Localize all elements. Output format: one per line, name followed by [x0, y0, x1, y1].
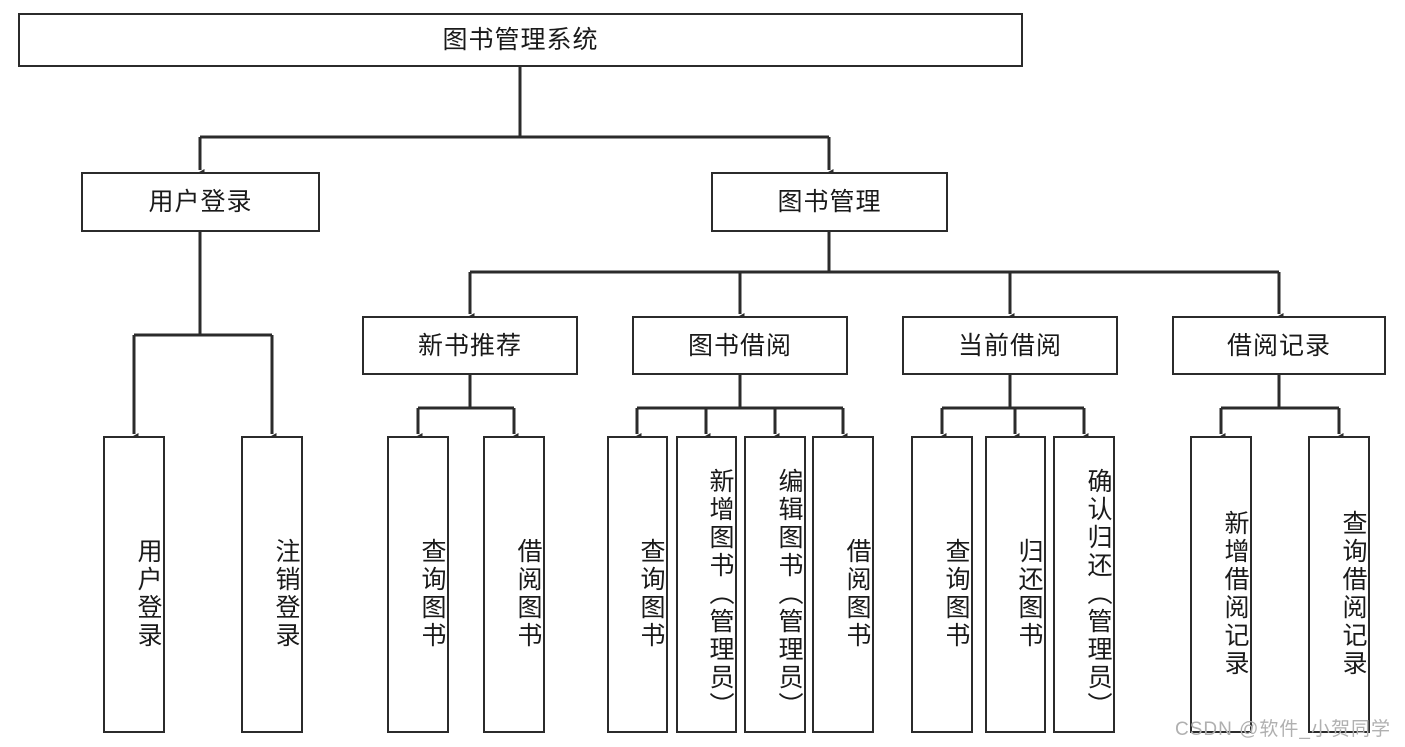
node-borrow-record-label: 借阅记录: [1226, 331, 1331, 360]
leaf-add-record-label: 新增借阅记录: [1221, 509, 1249, 678]
node-user-login[interactable]: 用户登录: [81, 172, 320, 232]
leaf-confirm-return-label: 确认归还（管理员）: [1084, 467, 1112, 720]
node-book-borrow-label: 图书借阅: [687, 331, 792, 360]
leaf-query-book-3[interactable]: 查询图书: [911, 436, 973, 733]
node-new-book-recommend[interactable]: 新书推荐: [362, 316, 578, 375]
leaf-query-book-1[interactable]: 查询图书: [387, 436, 449, 733]
leaf-query-book-2-label: 查询图书: [637, 537, 665, 650]
node-user-login-label: 用户登录: [148, 188, 253, 216]
leaf-borrow-book-2[interactable]: 借阅图书: [812, 436, 874, 733]
node-new-book-recommend-label: 新书推荐: [417, 331, 522, 360]
node-root-label: 图书管理系统: [442, 26, 599, 54]
watermark: CSDN @软件_小贺同学: [1175, 719, 1391, 740]
node-book-manage[interactable]: 图书管理: [711, 172, 948, 232]
leaf-user-login[interactable]: 用户登录: [103, 436, 165, 733]
node-borrow-record[interactable]: 借阅记录: [1172, 316, 1386, 375]
leaf-logout[interactable]: 注销登录: [241, 436, 303, 733]
leaf-add-book[interactable]: 新增图书（管理员）: [676, 436, 737, 733]
node-current-borrow[interactable]: 当前借阅: [902, 316, 1118, 375]
leaf-borrow-book-1[interactable]: 借阅图书: [483, 436, 545, 733]
leaf-return-book[interactable]: 归还图书: [985, 436, 1046, 733]
leaf-borrow-book-1-label: 借阅图书: [514, 537, 542, 650]
leaf-borrow-book-2-label: 借阅图书: [843, 537, 871, 650]
leaf-user-login-label: 用户登录: [134, 537, 162, 650]
leaf-logout-label: 注销登录: [272, 537, 300, 650]
node-book-manage-label: 图书管理: [777, 188, 882, 216]
leaf-edit-book[interactable]: 编辑图书（管理员）: [744, 436, 806, 733]
node-current-borrow-label: 当前借阅: [957, 331, 1062, 360]
leaf-query-book-2[interactable]: 查询图书: [607, 436, 668, 733]
leaf-edit-book-label: 编辑图书（管理员）: [775, 467, 803, 720]
leaf-query-book-3-label: 查询图书: [942, 537, 970, 650]
node-book-borrow[interactable]: 图书借阅: [632, 316, 848, 375]
node-root[interactable]: 图书管理系统: [18, 13, 1023, 67]
leaf-return-book-label: 归还图书: [1015, 537, 1043, 650]
leaf-query-record-label: 查询借阅记录: [1339, 509, 1367, 678]
leaf-confirm-return[interactable]: 确认归还（管理员）: [1053, 436, 1115, 733]
leaf-add-record[interactable]: 新增借阅记录: [1190, 436, 1252, 733]
leaf-add-book-label: 新增图书（管理员）: [706, 467, 734, 720]
leaf-query-record[interactable]: 查询借阅记录: [1308, 436, 1370, 733]
leaf-query-book-1-label: 查询图书: [418, 537, 446, 650]
